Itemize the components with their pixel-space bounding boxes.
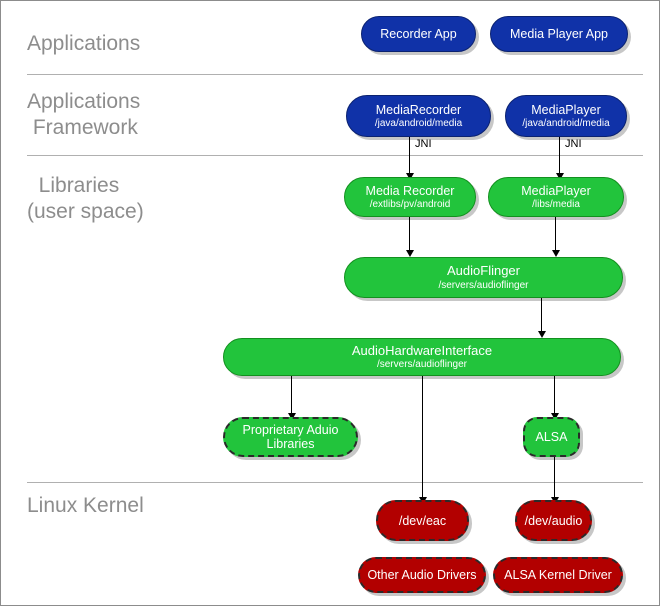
node-audio-flinger[interactable]: AudioFlinger /servers/audioflinger	[344, 257, 623, 298]
node-media-player-app-title: Media Player App	[510, 27, 608, 41]
node-media-player-lib-title: MediaPlayer	[521, 183, 591, 198]
arrowhead-ahi-to-alsa	[551, 413, 559, 420]
divider-framework	[27, 155, 643, 156]
node-audio-hardware-interface-title: AudioHardwareInterface	[351, 342, 493, 358]
edge-label-jni-recorder: JNI	[415, 138, 432, 150]
connector-alsa-to-dev-audio	[554, 457, 555, 500]
node-media-recorder-framework-title: MediaRecorder	[375, 102, 462, 117]
layer-label-applications: Applications	[27, 32, 141, 55]
connector-jni-player	[559, 137, 560, 177]
node-proprietary-audio-libs[interactable]: Proprietary Aduio Libraries	[223, 417, 358, 457]
node-other-audio-drivers[interactable]: Other Audio Drivers	[358, 557, 486, 593]
node-recorder-app[interactable]: Recorder App	[361, 16, 476, 52]
node-dev-eac-title: /dev/eac	[398, 513, 447, 528]
node-audio-flinger-path: /servers/audioflinger	[438, 279, 529, 291]
arrowhead-player-to-flinger	[552, 250, 560, 257]
connector-recorder-to-flinger	[409, 217, 410, 253]
node-alsa-title: ALSA	[535, 430, 568, 444]
connector-flinger-to-ahi	[541, 298, 542, 335]
arrowhead-ahi-to-proprietary	[288, 413, 296, 420]
node-other-audio-drivers-title: Other Audio Drivers	[367, 568, 477, 582]
node-alsa-kernel-driver[interactable]: ALSA Kernel Driver	[493, 557, 623, 593]
connector-ahi-to-eac	[422, 376, 423, 500]
node-proprietary-audio-libs-subtitle: Libraries	[266, 437, 315, 451]
connector-player-to-flinger	[555, 217, 556, 253]
node-media-player-framework-title: MediaPlayer	[531, 102, 601, 117]
node-audio-hardware-interface[interactable]: AudioHardwareInterface /servers/audiofli…	[223, 338, 621, 376]
node-audio-hardware-interface-path: /servers/audioflinger	[376, 359, 468, 371]
node-alsa-kernel-driver-title: ALSA Kernel Driver	[504, 568, 612, 582]
node-media-player-framework[interactable]: MediaPlayer /java/android/media	[505, 95, 627, 137]
arrowhead-flinger-to-ahi	[538, 331, 546, 338]
node-media-recorder-framework[interactable]: MediaRecorder /java/android/media	[346, 95, 491, 137]
layer-label-linux-kernel: Linux Kernel	[27, 494, 144, 517]
divider-applications	[27, 74, 643, 75]
divider-libraries	[27, 482, 643, 483]
node-media-recorder-lib-path: /extlibs/pv/android	[369, 198, 451, 210]
arrowhead-recorder-to-flinger	[406, 250, 414, 257]
node-dev-eac[interactable]: /dev/eac	[376, 500, 469, 541]
layer-label-applications-framework: Applications Framework	[27, 90, 141, 139]
layer-label-libraries: Libraries (user space)	[27, 174, 144, 223]
node-audio-flinger-title: AudioFlinger	[447, 263, 520, 279]
edge-label-jni-player: JNI	[565, 138, 582, 150]
node-media-recorder-lib[interactable]: Media Recorder /extlibs/pv/android	[344, 177, 476, 217]
node-media-player-app[interactable]: Media Player App	[490, 16, 628, 52]
node-media-player-framework-path: /java/android/media	[522, 117, 610, 129]
connector-ahi-to-proprietary	[291, 376, 292, 417]
node-media-recorder-lib-title: Media Recorder	[365, 183, 455, 198]
node-media-recorder-framework-path: /java/android/media	[374, 117, 463, 129]
node-recorder-app-title: Recorder App	[380, 27, 457, 41]
node-proprietary-audio-libs-title: Proprietary Aduio	[242, 423, 339, 437]
connector-jni-recorder	[409, 137, 410, 177]
node-media-player-lib-path: /libs/media	[532, 198, 580, 210]
node-dev-audio-title: /dev/audio	[524, 513, 583, 528]
node-alsa[interactable]: ALSA	[523, 417, 580, 457]
node-media-player-lib[interactable]: MediaPlayer /libs/media	[488, 177, 624, 217]
node-dev-audio[interactable]: /dev/audio	[515, 500, 592, 541]
connector-ahi-to-alsa	[554, 376, 555, 417]
